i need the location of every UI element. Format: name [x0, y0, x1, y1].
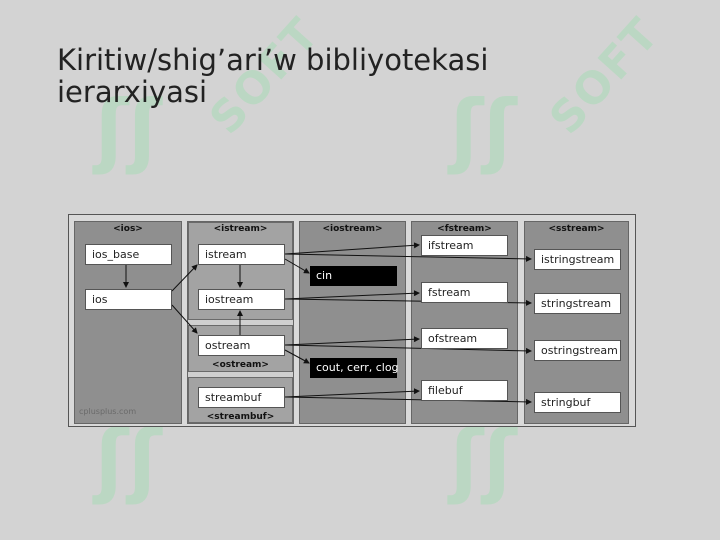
class-box-stringstream: stringstream: [534, 293, 621, 314]
class-box-ifstream: ifstream: [421, 235, 508, 256]
istream-header: <istream>: [213, 224, 268, 234]
slide-title-line1: Kiritiw/shig’ari’w bibliyotekasi: [57, 43, 489, 77]
iostream-panel: [299, 221, 406, 424]
watermark-logo: ʃʃ: [450, 413, 517, 506]
class-box-ostringstream: ostringstream: [534, 340, 621, 361]
streambuf-header: <streambuf>: [206, 412, 275, 422]
class-box-iostream: iostream: [198, 289, 285, 310]
class-box-istream: istream: [198, 244, 285, 265]
ios-header: <ios>: [113, 224, 143, 234]
watermark-logo: ʃʃ: [95, 83, 162, 176]
slide-title-line2: ierarxiyasi: [57, 75, 208, 109]
class-box-ostream: ostream: [198, 335, 285, 356]
watermark-logo: ʃʃ: [450, 83, 517, 176]
fstream-header: <fstream>: [437, 224, 492, 234]
slide-title: Kiritiw/shig’ari’w bibliyotekasi ierarxi…: [57, 44, 657, 108]
object-box-cin: cin: [310, 266, 397, 286]
watermark-logo: ʃʃ: [95, 413, 162, 506]
source-credit: cplusplus.com: [79, 407, 137, 416]
class-box-filebuf: filebuf: [421, 380, 508, 401]
class-box-istringstream: istringstream: [534, 249, 621, 270]
object-box-cout-cerr-clog: cout, cerr, clog: [310, 358, 399, 378]
sstream-header: <sstream>: [548, 224, 605, 234]
class-box-stringbuf: stringbuf: [534, 392, 621, 413]
iostream-header: <iostream>: [322, 224, 383, 234]
ostream-header: <ostream>: [212, 360, 269, 370]
class-box-ios: ios: [85, 289, 172, 310]
class-box-fstream: fstream: [421, 282, 508, 303]
class-box-ios_base: ios_base: [85, 244, 172, 265]
class-box-streambuf: streambuf: [198, 387, 285, 408]
io-hierarchy-diagram: <ios> <istream> <iostream> <fstream> <ss…: [68, 214, 636, 427]
class-box-ofstream: ofstream: [421, 328, 508, 349]
